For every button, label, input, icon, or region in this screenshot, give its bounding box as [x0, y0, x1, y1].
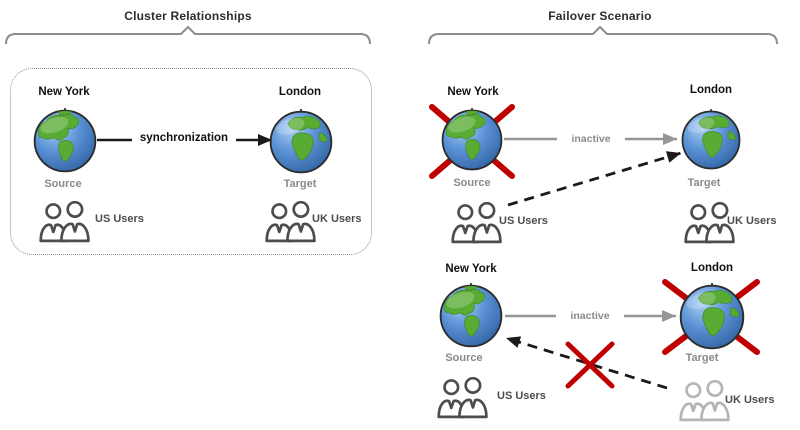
- s1-london-city-label: London: [689, 84, 733, 96]
- s1-newyork-globe-icon: [440, 108, 504, 172]
- s1-failover-dashed-arrow: [507, 151, 682, 207]
- s2-newyork-city-label: New York: [445, 263, 497, 275]
- cluster-newyork-globe-icon: [32, 108, 98, 174]
- s2-failover-dashed-arrow: [505, 336, 668, 390]
- s2-uk-users-icon: [678, 380, 732, 422]
- cluster-target-label: Target: [283, 178, 317, 190]
- cluster-relationships-title: Cluster Relationships: [124, 9, 252, 23]
- s1-london-globe-icon: [680, 109, 742, 171]
- s1-us-users-icon: [450, 202, 504, 244]
- s2-us-users-icon: [436, 377, 490, 419]
- s2-source-label: Source: [445, 352, 483, 364]
- s1-uk-users-label: UK Users: [727, 215, 777, 227]
- cluster-source-label: Source: [44, 178, 82, 190]
- cluster-us-users-icon: [38, 201, 92, 243]
- s1-us-users-label: US Users: [499, 215, 548, 227]
- s2-newyork-globe-icon: [438, 283, 504, 349]
- cluster-london-city-label: London: [278, 86, 322, 98]
- s2-london-city-label: London: [690, 262, 734, 274]
- cluster-newyork-city-label: New York: [38, 86, 90, 98]
- s1-target-label: Target: [687, 177, 721, 189]
- s2-route-blocked-red-x-icon: [565, 341, 615, 389]
- s1-inactive-label: inactive: [557, 133, 625, 146]
- cluster-us-users-label: US Users: [95, 213, 144, 225]
- s1-source-label: Source: [453, 177, 491, 189]
- cluster-brace: [5, 25, 371, 45]
- cluster-uk-users-label: UK Users: [312, 213, 362, 225]
- s2-london-globe-icon: [678, 283, 746, 351]
- s2-us-users-label: US Users: [497, 390, 546, 402]
- synchronization-label: synchronization: [139, 132, 229, 144]
- s2-inactive-label: inactive: [556, 310, 624, 323]
- failover-scenario-title: Failover Scenario: [548, 9, 652, 23]
- failover-brace: [428, 25, 778, 45]
- cluster-uk-users-icon: [264, 201, 318, 243]
- s2-uk-users-label: UK Users: [725, 394, 775, 406]
- cluster-london-globe-icon: [268, 109, 334, 175]
- s1-newyork-city-label: New York: [447, 86, 499, 98]
- s2-target-label: Target: [685, 352, 719, 364]
